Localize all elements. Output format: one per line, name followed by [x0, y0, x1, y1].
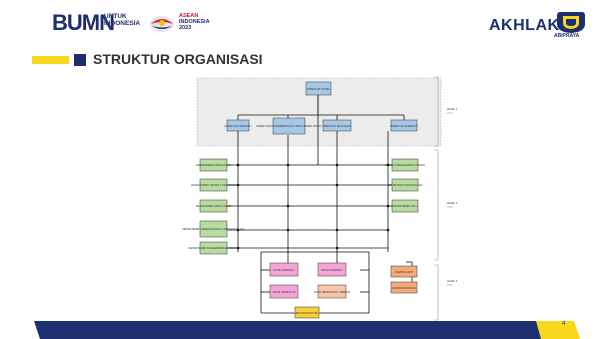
director-label-2: DIREKTUR PENGEMBANGAN & MANAJEMEN RISIKO: [256, 124, 321, 128]
projects-box: [294, 306, 320, 319]
asean-line1: ASEAN: [179, 13, 199, 19]
director-label-4: DIREKTUR OPERASI II: [390, 124, 418, 128]
division-box-1: [269, 262, 299, 277]
bumn-tagline-line2: INDONESIA: [104, 20, 141, 27]
projects-label: PROYEK-PROYEK: [296, 311, 319, 315]
title-bullet: [74, 54, 86, 66]
title-accent-bar: [32, 56, 69, 64]
connector-dots: [236, 163, 390, 250]
asean-logo-icon: [150, 16, 174, 32]
akhlak-logo: AKHLAK: [489, 17, 560, 34]
committee-label-2: KOMITE NOMINASI: [392, 286, 416, 290]
left-dept-box-4: [199, 220, 228, 238]
left-dept-label-3: DEPARTEMEN SDM & UMUM: [196, 204, 232, 208]
president-director-label: DIREKTUR UTAMA: [307, 87, 330, 91]
left-dept-box-2: [199, 178, 228, 192]
right-dept-box-1: [391, 158, 419, 172]
director-label-1: DIREKTUR OPERASI I: [225, 124, 252, 128]
bracket-label-3: LEVEL 3: [447, 279, 458, 283]
footer-yellow-tab: [536, 321, 580, 339]
director-box-2: [272, 117, 306, 135]
bumn-tagline: UNTUK INDONESIA: [104, 13, 140, 27]
committee-box-2: [390, 281, 418, 294]
left-dept-label-4: DEPARTEMEN PERENCANAAN & PENGENDALIAN: [183, 227, 245, 231]
division-label-4: DIVISI PENUNJANG OPERASI: [314, 290, 351, 294]
bracket-label-1: LEVEL 1: [447, 107, 458, 111]
director-box-4: [390, 119, 418, 132]
left-dept-box-5: [199, 241, 228, 255]
left-dept-box-3: [199, 199, 228, 213]
director-box-3: [322, 119, 352, 132]
left-dept-label-2: DEPARTEMEN TEKNIK & PRODUKSI: [191, 183, 236, 187]
division-box-4: [317, 284, 347, 299]
asean-line3: 2023: [179, 25, 192, 31]
level-brackets: [434, 76, 439, 321]
left-dept-box-1: [199, 158, 228, 172]
right-dept-label-2: SEKRETARIS PERUSAHAAN: [388, 183, 423, 187]
right-dept-label-3: DEPARTEMEN K3LH: [393, 204, 418, 208]
asean-line2: INDONESIA: [179, 19, 210, 25]
division-label-3: DIVISI OPERASI III: [273, 290, 296, 294]
right-dept-box-2: [391, 178, 419, 192]
director-label-3: DIREKTUR KEUANGAN: [323, 124, 352, 128]
committee-box-1: [390, 265, 418, 278]
director-box-1: [226, 119, 250, 132]
bracket-label-2: LEVEL 2: [447, 201, 458, 205]
page-number: 4: [562, 321, 566, 327]
bumn-tagline-line1: UNTUK: [104, 13, 127, 20]
division-label-1: DIVISI OPERASI I: [273, 268, 294, 272]
division-box-2: [317, 262, 347, 277]
left-dept-label-1: DEPARTEMEN PEMASARAN: [196, 163, 231, 167]
footer-navy-band: [34, 321, 545, 339]
abipraya-label: ABIPRAYA: [554, 33, 580, 39]
slide-title: STRUKTUR ORGANISASI: [93, 51, 263, 67]
asean-text: ASEAN INDONESIA 2023: [179, 13, 210, 31]
left-dept-label-5: DEPARTEMEN PENGEMBANGAN BISNIS: [189, 246, 239, 250]
president-director-box: [305, 81, 332, 96]
division-label-2: DIVISI OPERASI II: [321, 268, 343, 272]
right-dept-box-3: [391, 199, 419, 213]
committee-label-1: KOMITE AUDIT: [395, 270, 414, 274]
division-box-3: [269, 284, 299, 299]
right-dept-label-1: SATUAN PENGAWASAN INTERN: [385, 163, 425, 167]
bumn-logo: BUMN: [52, 10, 115, 35]
abipraya-logo-icon: [557, 12, 585, 33]
